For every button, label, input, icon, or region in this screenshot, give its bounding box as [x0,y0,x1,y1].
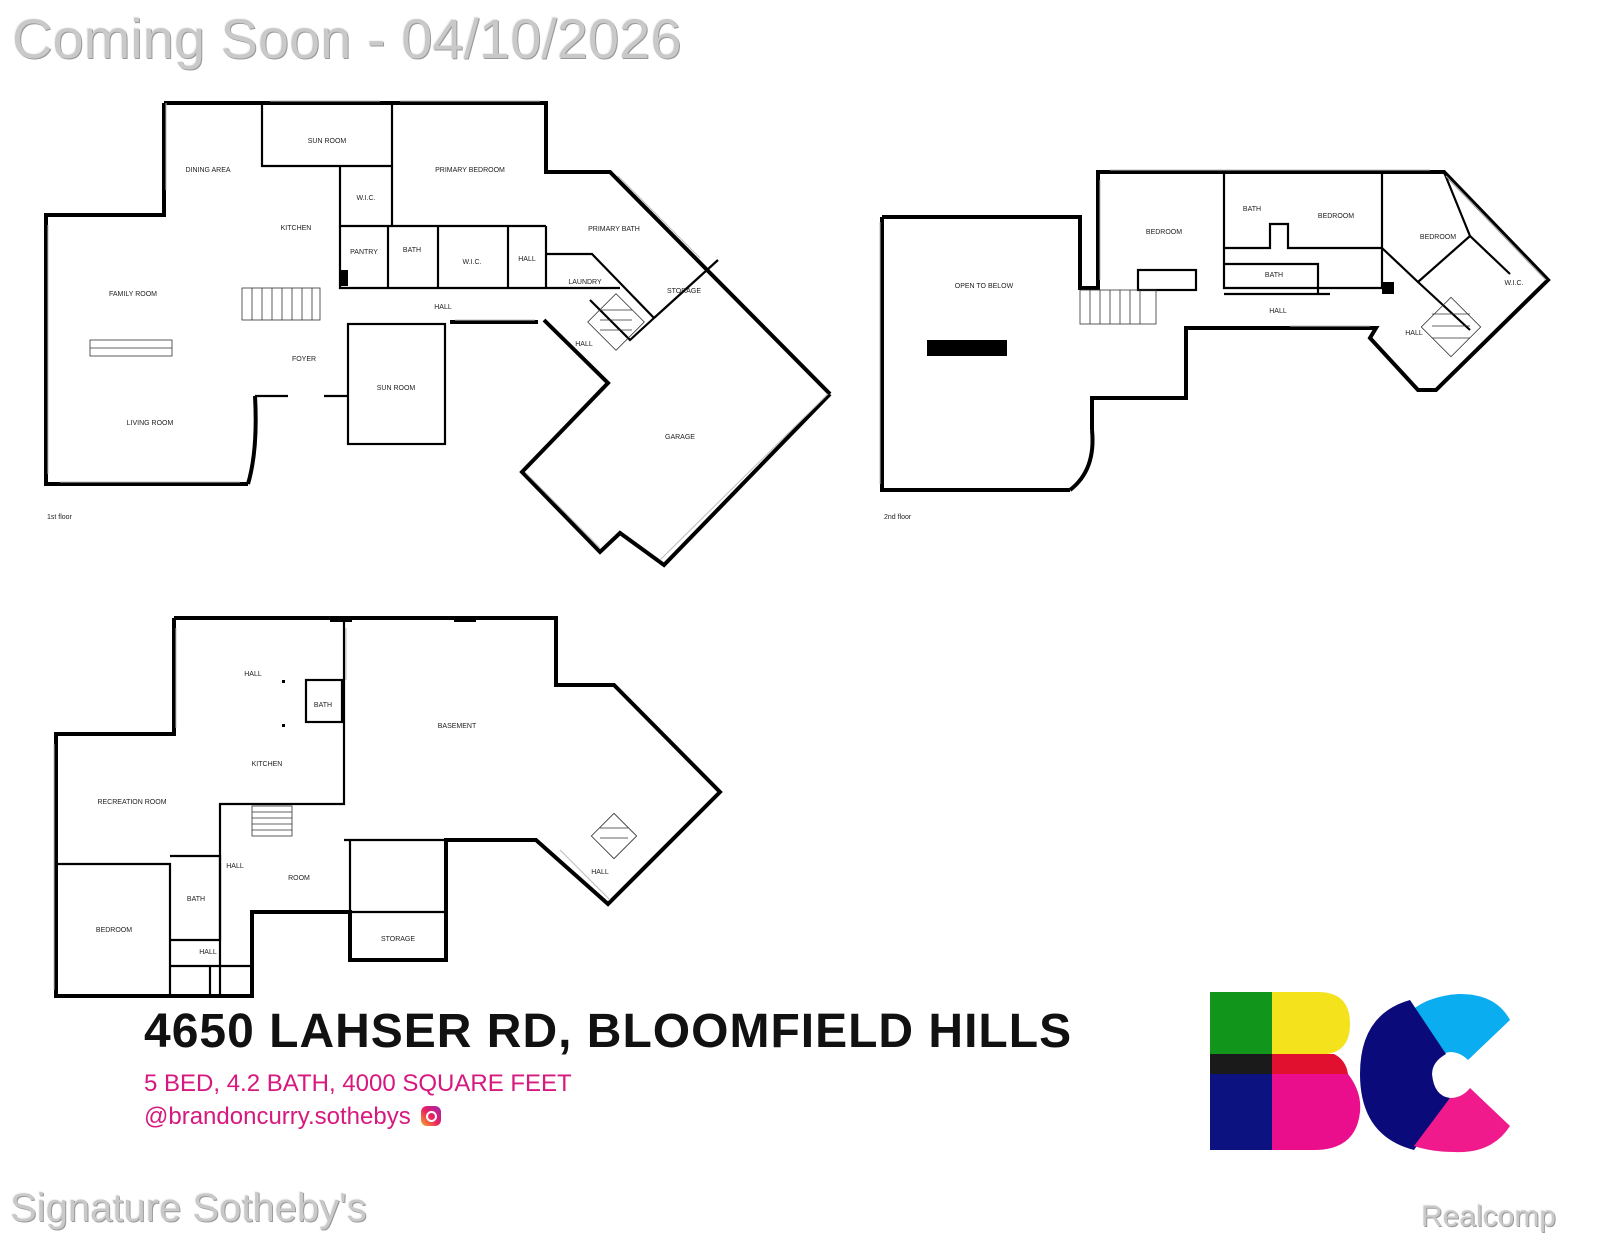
room-label: FAMILY ROOM [109,291,157,298]
coming-soon-watermark: Coming Soon - 04/10/2026 [12,7,682,70]
room-label: BATH [187,896,205,903]
social-handle[interactable]: @brandoncurry.sothebys [144,1103,411,1130]
room-label: RECREATION ROOM [97,799,166,806]
room-label: HALL [518,256,536,263]
room-label: BATH [1243,206,1261,213]
room-label: KITCHEN [281,225,312,232]
room-label: BEDROOM [96,927,132,934]
room-label: LAUNDRY [568,279,602,286]
floor-caption: 2nd floor [884,514,912,521]
room-label: BEDROOM [1420,234,1456,241]
second-floor-plan: BEDROOM BATH BEDROOM BEDROOM OPEN TO BEL… [879,169,1551,521]
room-label: HALL [575,341,593,348]
room-label: HALL [1405,330,1423,337]
room-label: BATH [314,702,332,709]
room-label: BATH [1265,272,1283,279]
mls-watermark: Realcomp [1420,1200,1556,1233]
listing-address: 4650 LAHSER RD, BLOOMFIELD HILLS [144,1005,1073,1058]
room-label: LIVING ROOM [127,420,174,427]
room-label: PANTRY [350,249,378,256]
first-floor-plan: SUN ROOM DINING AREA PRIMARY BEDROOM KIT… [44,100,832,568]
room-label: HALL [199,949,217,956]
room-label: BEDROOM [1318,213,1354,220]
room-label: W.I.C. [356,195,375,202]
room-label: PRIMARY BATH [588,226,640,233]
floor-plans: SUN ROOM DINING AREA PRIMARY BEDROOM KIT… [44,100,1551,998]
room-label: DINING AREA [185,167,230,174]
room-label: KITCHEN [252,761,283,768]
brokerage-watermark: Signature Sotheby's [10,1186,367,1230]
floor-caption: 1st floor [47,514,73,521]
room-label: HALL [244,671,262,678]
room-label: HALL [591,869,609,876]
room-label: GARAGE [665,434,695,441]
basement-plan: HALL BATH BASEMENT KITCHEN RECREATION RO… [53,616,723,998]
room-label: W.I.C. [1504,280,1523,287]
room-label: STORAGE [381,936,415,943]
room-label: HALL [226,863,244,870]
room-label: SUN ROOM [377,385,416,392]
listing-specs: 5 BED, 4.2 BATH, 4000 SQUARE FEET [144,1070,572,1097]
room-label: STORAGE [667,288,701,295]
room-label: SUN ROOM [308,138,347,145]
room-label: PRIMARY BEDROOM [435,167,505,174]
room-label: BEDROOM [1146,229,1182,236]
room-label: FOYER [292,356,316,363]
room-label: W.I.C. [462,259,481,266]
room-label: HALL [1269,308,1287,315]
bc-logo [1210,992,1510,1153]
social-handle-row[interactable]: @brandoncurry.sothebys [144,1103,441,1131]
room-label: HALL [434,304,452,311]
room-label: BASEMENT [438,723,477,730]
room-label: BATH [403,247,421,254]
room-label: ROOM [288,875,310,882]
instagram-icon[interactable] [420,1105,441,1126]
room-label: OPEN TO BELOW [955,283,1014,290]
